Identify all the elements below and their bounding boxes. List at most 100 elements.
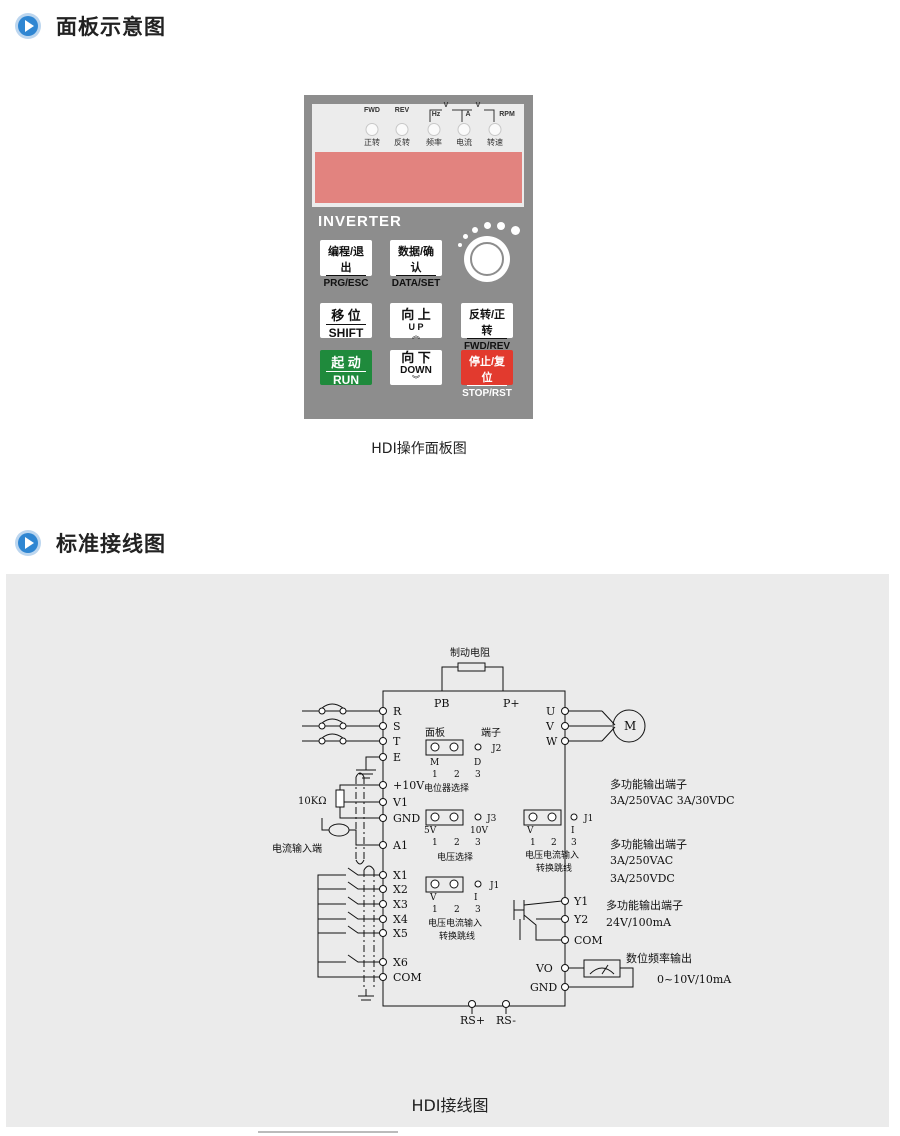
wiring-diagram: 制动电阻 PB P+ R S T E U V W M +10V V1 GND A… [6,574,889,1127]
terminal-v: V [545,720,555,733]
j1b-num: 1 [432,905,438,915]
indicator-reverse-label: 反转 [394,138,410,147]
terminal-v1: V1 [392,796,408,809]
terminal-t: T [393,735,401,748]
pplus-label: P+ [503,697,520,710]
up-key[interactable]: 向 上 U P ︽ [390,303,442,340]
terminal-r: R [393,705,402,718]
pb-label: PB [434,697,450,710]
j1b-mark-v: V [429,893,437,903]
wiring-caption: HDI接线图 [411,1096,489,1115]
panel-caption: HDI操作面板图 [371,441,467,457]
terminal-y2: Y2 [573,913,588,926]
led-rev [395,123,409,136]
j3-id: J3 [486,814,497,824]
unit-v-mark: V [475,102,481,109]
level-dot [472,227,478,233]
play-bullet-icon [15,530,41,556]
j3-num: 1 [432,838,438,848]
indicator-frequency-label: 频率 [426,138,442,147]
j1-mark-i: I [571,826,575,836]
terminal-rs-minus: RS- [496,1014,516,1027]
terminal-s: S [393,720,401,733]
level-dot [463,234,468,239]
terminal-w: W [546,735,558,748]
j1-label2: 转换跳线 [536,862,572,874]
terminal-y1: Y1 [573,895,588,908]
led-fwd [365,123,379,136]
j3-mark-5v: 5V [424,826,437,836]
j1b-id: J1 [489,881,499,891]
indicator-a-label: A [465,111,471,118]
brand-label: INVERTER [318,213,402,230]
j2-num: 3 [475,770,481,780]
relay1-spec: 3A/250VAC 3A/30VDC [610,794,735,807]
level-dot [484,222,491,229]
fwd-rev-key[interactable]: 反转/正转 FWD/REV [461,303,513,352]
freq-out-spec: 0~10V/10mA [657,973,732,986]
terminal-gnd2: GND [530,981,557,994]
j3-label: 电压选择 [437,851,473,863]
prg-esc-key[interactable]: 编程/退出 PRG/ESC [320,240,372,289]
down-key[interactable]: 向 下 DOWN ︾ [390,350,442,385]
j2-mark-m: M [430,758,439,768]
relay1-title: 多功能输出端子 [610,777,687,791]
level-dot [497,222,505,230]
section-title: 标准接线图 [56,532,166,556]
terminal-u: U [546,705,555,718]
wiring-svg: 制动电阻 PB P+ R S T E U V W M +10V V1 GND A… [272,646,735,1027]
indicator-forward-label: 正转 [364,138,380,147]
terminal-10v: +10V [393,779,425,792]
j2-label: 电位器选择 [424,782,469,794]
data-set-key[interactable]: 数据/确认 DATA/SET [390,240,442,289]
j1b-num: 2 [454,905,460,915]
j2-panel-label: 面板 [425,726,445,739]
inverter-box [382,690,566,1007]
section-heading-wiring: 标准接线图 [14,528,166,558]
stop-rst-key[interactable]: 停止/复位 STOP/RST [461,350,513,399]
j2-id: J2 [491,744,501,754]
terminal-rs-plus: RS+ [460,1014,485,1027]
j1b-label2: 转换跳线 [439,930,475,942]
relay2-spec2: 3A/250VDC [610,872,675,885]
unit-v-mark: V [443,102,449,109]
level-dot [511,226,520,235]
j1b-label1: 电压电流输入 [428,917,482,929]
j2-num: 2 [454,770,460,780]
j1-num: 3 [571,838,577,848]
current-input-label: 电流输入端 [272,842,322,855]
freq-out-title: 数位频率输出 [626,951,692,965]
terminal-x4: X4 [393,913,408,926]
pplus-wire [485,666,504,691]
terminal-com: COM [393,971,422,984]
shift-key[interactable]: 移 位 SHIFT [320,303,372,340]
j3-num: 2 [454,838,460,848]
up-chevron-icon: ︽ [412,331,420,340]
terminal-x1: X1 [393,869,408,882]
j1-mark-v: V [526,826,534,836]
terminal-a1: A1 [392,839,408,852]
down-chevron-icon: ︾ [412,375,420,384]
section-title: 面板示意图 [56,15,166,39]
level-dot [458,243,462,247]
led-rpm [488,123,502,136]
oc-title: 多功能输出端子 [606,898,683,912]
indicator-rpm-label: RPM [499,111,515,118]
terminal-x6: X6 [393,956,408,969]
knob-ring [470,242,504,276]
j1-label1: 电压电流输入 [525,849,579,861]
j2-terminal-label: 端子 [481,726,501,739]
j1b-mark-i: I [474,893,478,903]
j1-id: J1 [583,814,593,824]
led-a [457,123,471,136]
indicator-current-label: 电流 [456,138,472,147]
indicator-fwd-label: FWD [364,107,380,114]
run-key[interactable]: 起 动 RUN [320,350,372,387]
j3-mark-10v: 10V [470,826,488,836]
pot-value-label: 10KΩ [298,796,327,807]
j2-mark-d: D [474,758,481,768]
indicator-hz-label: Hz [431,111,441,118]
j1-num: 1 [530,838,536,848]
j1b-num: 3 [475,905,481,915]
brake-resistor-symbol [457,662,486,672]
